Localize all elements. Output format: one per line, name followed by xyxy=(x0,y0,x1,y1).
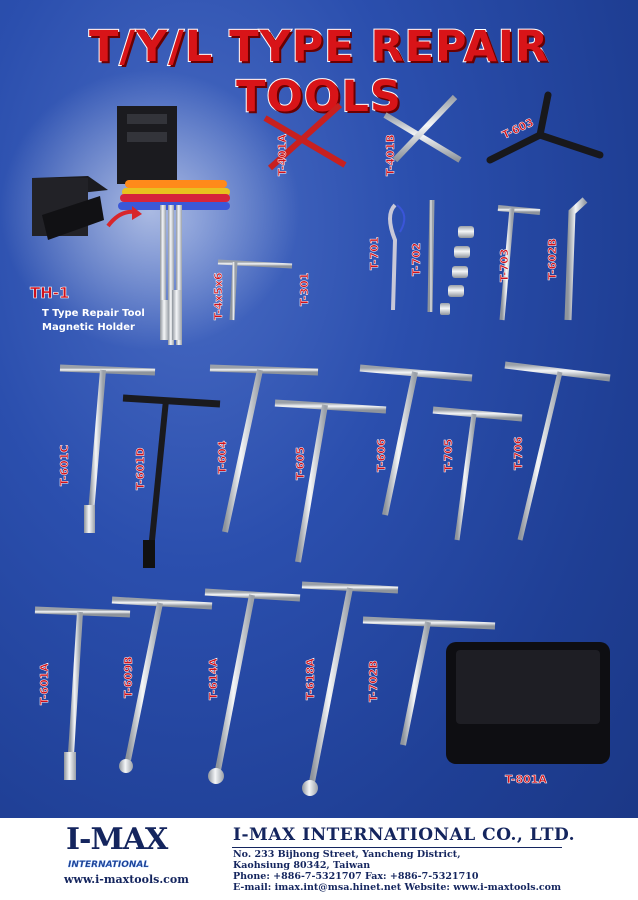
t609b-image xyxy=(111,596,213,773)
t706-image xyxy=(504,361,611,541)
magnetic-holder-image xyxy=(32,106,230,345)
t601a-image xyxy=(34,606,131,780)
label-t602b: T-602B xyxy=(546,238,560,280)
t614a-image xyxy=(204,588,301,784)
t801a-image xyxy=(446,642,610,764)
label-t604: T-604 xyxy=(216,440,230,474)
t703-image xyxy=(497,205,541,321)
holder-caption-line1: T Type Repair Tool xyxy=(42,308,145,319)
page-title: T/Y/L TYPE REPAIR TOOLS xyxy=(88,21,550,123)
company-name: I-MAX INTERNATIONAL CO., LTD. xyxy=(233,825,576,845)
holder-caption-line2: Magnetic Holder xyxy=(42,322,135,333)
company-address-line1: No. 233 Bijhong Street, Yancheng Distric… xyxy=(233,849,461,860)
label-t601d: T-601D xyxy=(134,447,148,490)
t601c-image xyxy=(59,364,156,533)
label-t801a: T-801A xyxy=(505,773,547,787)
company-contact: E-mail: imax.int@msa.hinet.net Website: … xyxy=(233,882,562,893)
t702-image xyxy=(418,197,474,315)
t401a-image xyxy=(263,102,347,171)
t618a-image xyxy=(301,581,399,796)
t401b-image xyxy=(383,94,462,163)
label-t601c: T-601C xyxy=(58,444,72,486)
label-t614a: T-614A xyxy=(207,658,221,700)
t701-image xyxy=(388,203,406,311)
label-t706: T-706 xyxy=(512,436,526,470)
company-divider xyxy=(232,847,562,848)
t604-image xyxy=(209,364,319,533)
t705-image xyxy=(432,406,523,541)
company-logo-website: www.i-maxtools.com xyxy=(64,873,189,886)
label-t401a: T-401A xyxy=(276,134,290,176)
label-t618a: T-618A xyxy=(304,658,318,700)
t601d-image xyxy=(122,394,221,568)
label-t703: T-703 xyxy=(498,248,512,282)
label-t4x5x6: T-4x5x6 xyxy=(212,272,226,320)
company-logo-sub: INTERNATIONAL xyxy=(68,860,150,870)
footer xyxy=(0,818,638,900)
t602b-image xyxy=(564,197,588,321)
label-t705: T-705 xyxy=(442,438,456,472)
label-t601a: T-601A xyxy=(38,663,52,705)
label-t301: T-301 xyxy=(298,272,312,306)
t605-image xyxy=(274,399,387,563)
label-t606: T-606 xyxy=(375,438,389,472)
t4x5x6-image xyxy=(217,259,293,321)
label-t702: T-702 xyxy=(410,242,424,276)
company-address-line2: Kaohsiung 80342, Taiwan xyxy=(233,860,371,871)
t301-image xyxy=(293,249,358,300)
t606-image xyxy=(359,364,473,516)
label-t605: T-605 xyxy=(294,446,308,480)
t702b-image xyxy=(362,616,496,746)
company-logo: I-MAX xyxy=(66,822,168,857)
label-t701: T-701 xyxy=(368,236,382,270)
label-t702b: T-702B xyxy=(367,660,381,702)
company-phone: Phone: +886-7-5321707 Fax: +886-7-532171… xyxy=(233,871,479,882)
label-t609b: T-609B xyxy=(122,656,136,698)
holder-code: TH-1 xyxy=(30,284,70,303)
t603-image xyxy=(486,91,604,164)
label-t401b: T-401B xyxy=(384,134,398,176)
